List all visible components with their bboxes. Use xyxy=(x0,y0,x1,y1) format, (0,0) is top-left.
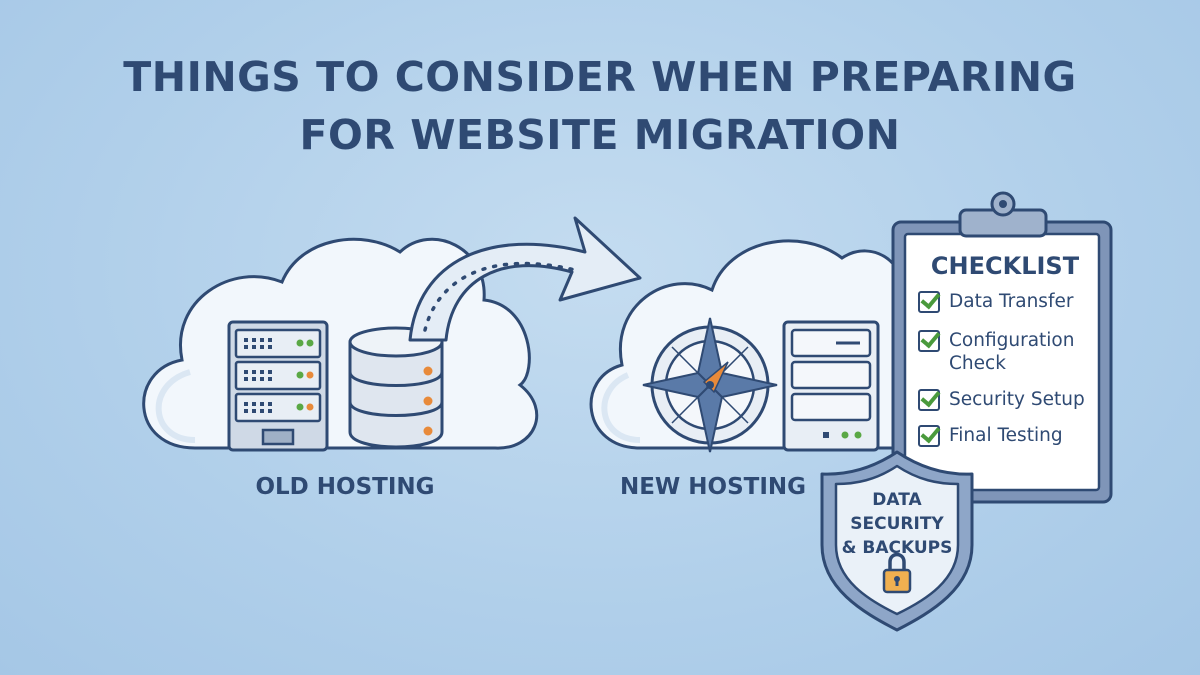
migration-arrow-icon xyxy=(408,216,642,342)
shield-label: DATA SECURITY & BACKUPS xyxy=(822,488,972,560)
checklist-item: Configuration Check xyxy=(918,329,1099,375)
checkmark-icon xyxy=(918,389,940,411)
new-server-icon xyxy=(782,320,880,452)
title-line-1: THINGS TO CONSIDER WHEN PREPARING xyxy=(123,53,1077,101)
checklist-item-label-line2: Check xyxy=(949,353,1006,374)
checklist-item: Data Transfer xyxy=(918,290,1099,313)
shield-label-line-1: DATA xyxy=(872,490,922,510)
page-title: THINGS TO CONSIDER WHEN PREPARING FOR WE… xyxy=(0,48,1200,164)
checklist-item-label: Final Testing xyxy=(949,425,1063,446)
old-server-rack-icon xyxy=(227,320,329,452)
database-icon xyxy=(348,326,444,449)
checkmark-icon xyxy=(918,291,940,313)
new-hosting-label: NEW HOSTING xyxy=(619,474,807,500)
checklist-item-label: Data Transfer xyxy=(949,291,1074,312)
old-hosting-label: OLD HOSTING xyxy=(255,474,435,500)
shield-label-line-3: & BACKUPS xyxy=(841,538,953,558)
shield-icon xyxy=(820,450,974,632)
checkmark-icon xyxy=(918,425,940,447)
checkmark-icon xyxy=(918,330,940,352)
clipboard-icon xyxy=(891,191,1113,504)
checklist-title: CHECKLIST xyxy=(930,252,1080,280)
shield-label-line-2: SECURITY xyxy=(850,514,944,534)
padlock-icon xyxy=(882,552,912,594)
compass-icon xyxy=(642,317,778,453)
checklist-item-label: Configuration xyxy=(949,330,1075,351)
checklist-item: Security Setup xyxy=(918,388,1099,411)
checklist-item: Final Testing xyxy=(918,424,1099,447)
title-line-2: FOR WEBSITE MIGRATION xyxy=(299,111,901,159)
checklist-item-label: Security Setup xyxy=(949,389,1085,410)
